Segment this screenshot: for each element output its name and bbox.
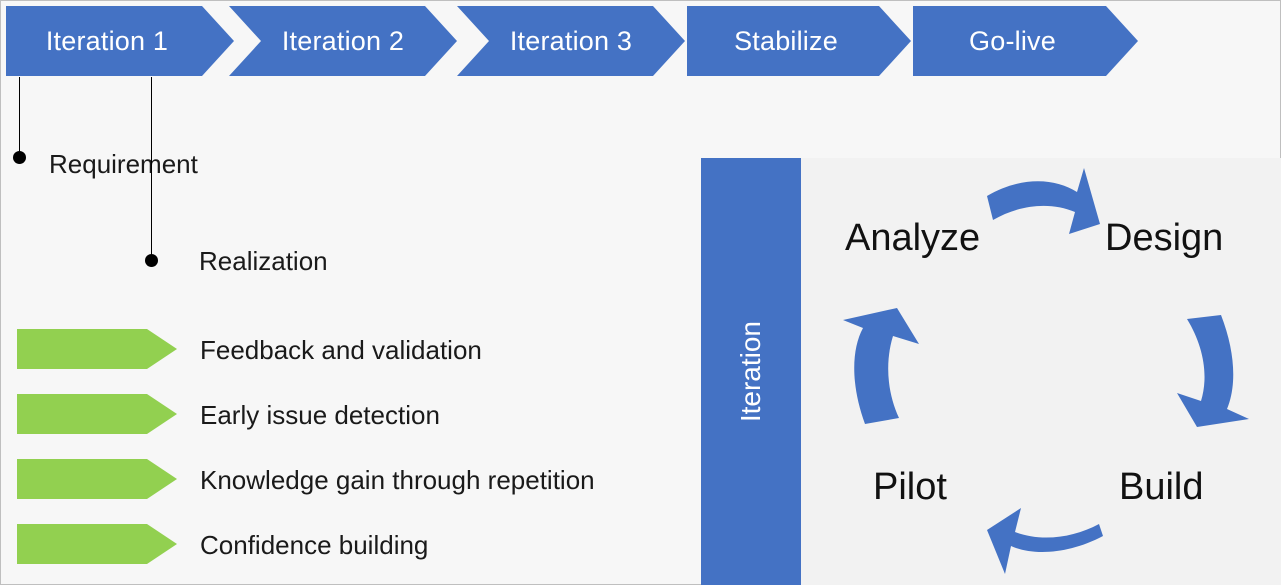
cycle-step-label-analyze: Analyze [845, 217, 981, 259]
callout-label-requirement: Requirement [49, 149, 198, 179]
benefit-label-feedback-and-validation: Feedback and validation [200, 335, 482, 365]
phase-chevron-stabilize[interactable]: Stabilize [687, 6, 911, 76]
benefit-chevron-feedback-and-validation [17, 329, 177, 369]
cycle-step-label-build: Build [1119, 466, 1204, 508]
iteration-band-label: Iteration [735, 320, 766, 423]
iteration-band: Iteration [701, 158, 801, 585]
phase-chevron-iteration-3[interactable]: Iteration 3 [457, 6, 685, 76]
cycle-step-label-pilot: Pilot [873, 466, 947, 508]
benefit-chevron-knowledge-gain [17, 459, 177, 499]
cycle-step-label-design: Design [1105, 217, 1224, 259]
callout-leader-line-realization [151, 77, 152, 261]
cycle-arrow-build-to-pilot-icon [987, 508, 1103, 574]
phase-label: Go-live [969, 25, 1056, 56]
callout-dot-requirement [13, 151, 26, 164]
phase-label: Iteration 1 [45, 25, 169, 56]
benefit-label-confidence-building: Confidence building [200, 530, 429, 560]
iteration-cycle-panel: Iteration Analyze Design Build Pilot [701, 158, 1281, 585]
phase-label: Stabilize [734, 25, 838, 56]
phase-chevron-iteration-1[interactable]: Iteration 1 [6, 6, 234, 76]
phase-label: Iteration 3 [509, 25, 633, 56]
cycle-arrow-pilot-to-analyze-icon [843, 308, 919, 424]
callout-label-realization: Realization [199, 246, 328, 276]
benefit-chevron-early-issue-detection [17, 394, 177, 434]
benefit-label-early-issue-detection: Early issue detection [200, 400, 440, 430]
benefit-label-knowledge-gain: Knowledge gain through repetition [200, 465, 595, 495]
callout-leader-line-requirement [19, 77, 20, 157]
callout-dot-realization [145, 254, 158, 267]
phase-chevron-go-live[interactable]: Go-live [913, 6, 1138, 76]
phase-chevron-iteration-2[interactable]: Iteration 2 [229, 6, 457, 76]
phase-label: Iteration 2 [281, 25, 405, 56]
cycle-arrow-design-to-build-icon [1177, 315, 1249, 427]
benefit-chevron-confidence-building [17, 524, 177, 564]
cycle-arrow-analyze-to-design-icon [987, 168, 1100, 234]
